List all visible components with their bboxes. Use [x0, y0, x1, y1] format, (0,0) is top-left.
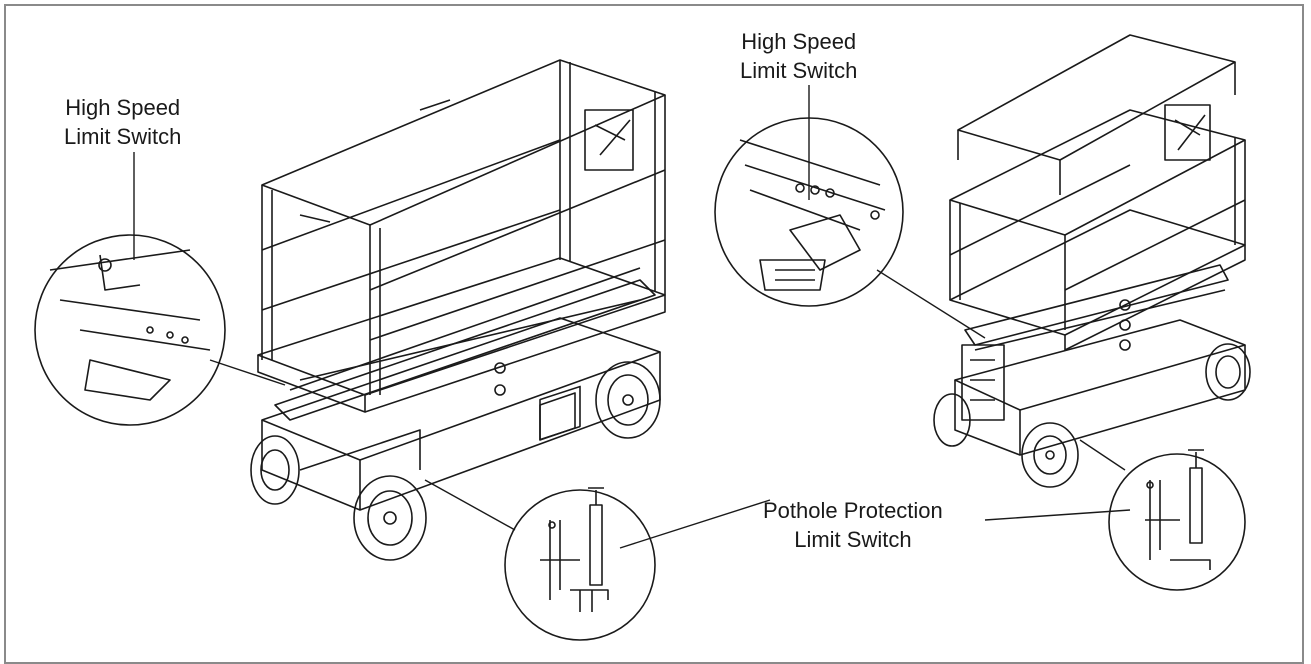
- left-scissor-lift: [250, 59, 666, 561]
- detail-circle-left-pothole: [504, 487, 656, 641]
- label-line: High Speed: [741, 29, 857, 54]
- label-line: Limit Switch: [794, 527, 912, 552]
- high-speed-limit-switch-label-left: High Speed Limit Switch: [64, 93, 181, 151]
- label-line: Limit Switch: [740, 58, 858, 83]
- detail-circle-right-pothole: [1108, 449, 1246, 591]
- detail-circle-left-high-speed: [34, 234, 226, 426]
- pothole-protection-limit-switch-label: Pothole Protection Limit Switch: [763, 496, 943, 554]
- detail-circle-right-high-speed: [714, 117, 904, 307]
- label-line: Limit Switch: [64, 124, 182, 149]
- callout-leader-lines: [133, 85, 1131, 549]
- right-scissor-lift: [933, 34, 1251, 488]
- label-line: Pothole Protection: [763, 498, 943, 523]
- label-line: High Speed: [65, 95, 181, 120]
- high-speed-limit-switch-label-right: High Speed Limit Switch: [740, 27, 857, 85]
